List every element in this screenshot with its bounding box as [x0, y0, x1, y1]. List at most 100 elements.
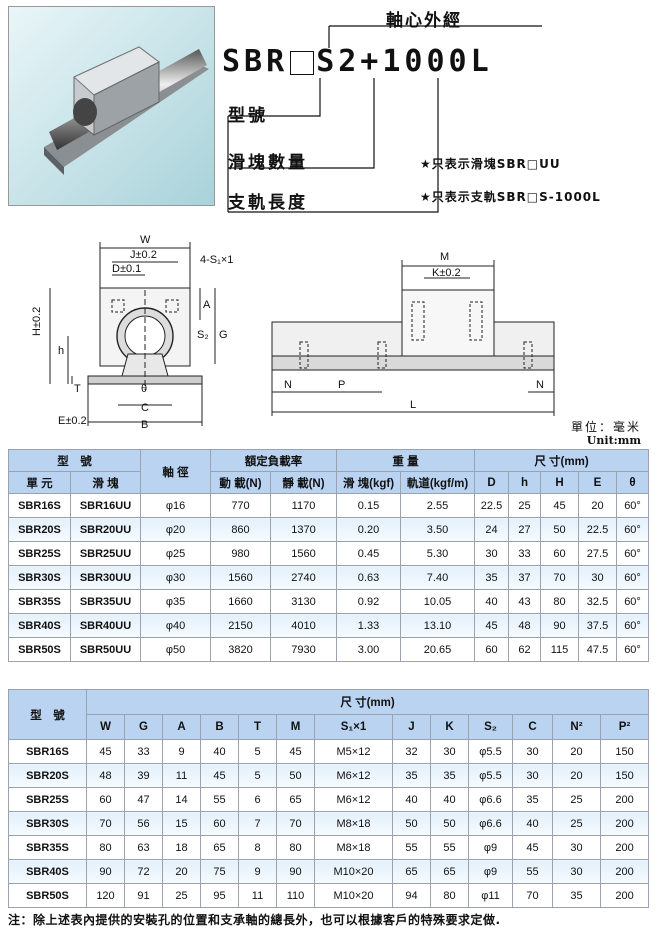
- table-cell: 2150: [210, 613, 271, 638]
- table-cell: 55: [512, 859, 553, 884]
- table-cell: 5.30: [399, 541, 476, 566]
- table-cell: φ20: [140, 517, 211, 542]
- note-block-only: ★只表示滑塊SBR□UU: [420, 157, 561, 171]
- th-weight: 重 量: [335, 449, 476, 472]
- table-cell: SBR35S: [8, 835, 87, 860]
- table-cell: 50: [392, 811, 431, 836]
- table-cell: 50: [430, 811, 469, 836]
- table-cell: 80: [276, 835, 315, 860]
- table-cell: 60°: [616, 613, 650, 638]
- table-cell: 25: [552, 811, 601, 836]
- table-cell: 32: [392, 739, 431, 764]
- table-cell: φ16: [140, 493, 211, 518]
- dim-E: E±0.2: [58, 415, 87, 427]
- table-cell: SBR16S: [8, 493, 71, 518]
- table-cell: 40: [392, 787, 431, 812]
- table-cell: 35: [512, 787, 553, 812]
- table-cell: 45: [276, 739, 315, 764]
- table-cell: SBR40S: [8, 859, 87, 884]
- table-cell: 43: [508, 589, 542, 614]
- table-cell: 60°: [616, 637, 650, 662]
- th2-model: 型 號: [8, 689, 87, 740]
- th2-col: N²: [552, 714, 601, 740]
- dim-S1: 4-S₁×1: [200, 254, 233, 266]
- dim-T: T: [74, 383, 81, 395]
- table-cell: 32.5: [578, 589, 618, 614]
- table-cell: 0.63: [336, 565, 401, 590]
- table-cell: 72: [124, 859, 163, 884]
- table-cell: 37.5: [578, 613, 618, 638]
- table-cell: 7.40: [399, 565, 476, 590]
- table-cell: 20.65: [399, 637, 476, 662]
- table-cell: SBR35S: [8, 589, 71, 614]
- table-cell: SBR50UU: [70, 637, 141, 662]
- table-cell: 5: [238, 763, 277, 788]
- table-cell: 48: [508, 613, 542, 638]
- dim-B: B: [141, 419, 148, 430]
- table-cell: 30: [552, 835, 601, 860]
- table-cell: 150: [599, 739, 650, 764]
- table-cell: 45: [474, 613, 510, 638]
- table-cell: SBR20S: [8, 763, 87, 788]
- unit-label-en: Unit:mm: [586, 434, 641, 447]
- th2-col: T: [238, 714, 277, 740]
- table-cell: SBR30UU: [70, 565, 141, 590]
- table-cell: 20: [578, 493, 618, 518]
- table-cell: 50: [540, 517, 580, 542]
- table-cell: 24: [474, 517, 510, 542]
- table-cell: M6×12: [314, 787, 393, 812]
- table-cell: SBR40UU: [70, 613, 141, 638]
- table-cell: 3.00: [336, 637, 401, 662]
- technical-drawing: W J±0.2 D±0.1 4-S₁×1 A S₂ G H±0.2 h T θ …: [31, 234, 555, 430]
- table-cell: 25: [508, 493, 542, 518]
- table-cell: 90: [86, 859, 125, 884]
- table-cell: φ30: [140, 565, 211, 590]
- table-cell: SBR40S: [8, 613, 71, 638]
- note-rail-only: ★只表示支軌SBR□S-1000L: [420, 190, 601, 204]
- table-cell: 30: [552, 859, 601, 884]
- table-cell: 1660: [210, 589, 271, 614]
- table-cell: 33: [124, 739, 163, 764]
- table-cell: SBR16S: [8, 739, 87, 764]
- rail-side-view: [271, 355, 555, 371]
- order-code-prefix: SBR: [222, 44, 289, 79]
- table-cell: 27: [508, 517, 542, 542]
- table-cell: 60°: [616, 493, 650, 518]
- unit-label: 單位：毫米: [570, 420, 641, 434]
- table-cell: 0.15: [336, 493, 401, 518]
- dim-C: C: [141, 402, 149, 414]
- order-code-blank-box: [290, 50, 315, 75]
- table-cell: φ9: [468, 859, 513, 884]
- table-cell: M8×18: [314, 811, 393, 836]
- table-cell: 22.5: [474, 493, 510, 518]
- table-cell: 35: [474, 565, 510, 590]
- table-cell: 200: [599, 787, 650, 812]
- label-rail-length: 支軌長度: [228, 193, 308, 213]
- th-block-weight: 滑 塊(kgf): [336, 471, 401, 494]
- th-rated-load: 額定負載率: [210, 449, 337, 472]
- table-cell: 35: [430, 763, 469, 788]
- table-cell: 75: [200, 859, 239, 884]
- table-cell: 1370: [270, 517, 337, 542]
- table-cell: φ5.5: [468, 739, 513, 764]
- table-cell: 37: [508, 565, 542, 590]
- table-cell: 65: [430, 859, 469, 884]
- table-cell: 45: [512, 835, 553, 860]
- table-cell: φ11: [468, 883, 513, 908]
- table-cell: 60°: [616, 517, 650, 542]
- table-cell: 40: [200, 739, 239, 764]
- th2-col: G: [124, 714, 163, 740]
- table-cell: 30: [430, 739, 469, 764]
- table-cell: 40: [430, 787, 469, 812]
- table-cell: 200: [599, 883, 650, 908]
